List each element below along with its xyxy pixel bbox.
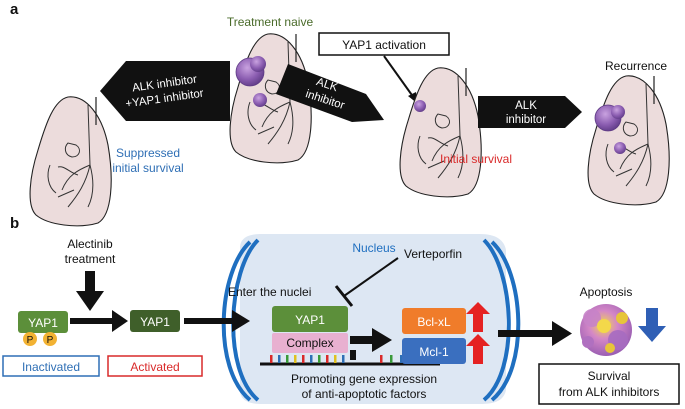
nucleus-label: Nucleus (352, 241, 395, 255)
activated-label: Activated (130, 360, 179, 374)
yap1-activation-label: YAP1 activation (342, 38, 426, 52)
tumor-icon-small (253, 93, 267, 107)
alk-inhibitor-arrow-2: ALK inhibitor (478, 96, 582, 128)
alk-arrow2-line1: ALK (515, 100, 537, 112)
lung-icon-recurrence (587, 75, 670, 206)
mcl1-box: Mcl-1 (402, 338, 466, 364)
yap1-inactive-label: YAP1 (28, 316, 58, 330)
recurrence-label: Recurrence (605, 59, 667, 73)
activation-arrow (70, 310, 128, 332)
bclxl-box: Bcl-xL (402, 308, 466, 334)
inactivated-box: Inactivated (2, 355, 100, 377)
alectinib-line2: treatment (65, 252, 116, 266)
enter-nuclei-arrow (184, 310, 250, 332)
phospho-icon-1 (23, 332, 37, 346)
lung-icon-suppressed (29, 96, 112, 227)
inactivated-label: Inactivated (22, 360, 80, 374)
lung-icon-initial (399, 67, 482, 198)
phospho-label-1: P (27, 335, 34, 346)
alectinib-down-arrow (76, 271, 104, 311)
yap1-active-label: YAP1 (140, 315, 170, 329)
phospho-label-2: P (47, 335, 54, 346)
up-arrow-icon-mcl1 (466, 334, 490, 364)
up-arrow-icon-bclxl (466, 302, 490, 332)
down-arrow-icon (638, 308, 666, 342)
suppressed-label-line1: Suppressed (116, 146, 180, 160)
yap1-active-box: YAP1 (130, 310, 180, 332)
yap1-inactive-box: YAP1 P P (18, 311, 68, 346)
yap1-activation-box: YAP1 activation (318, 32, 450, 56)
tumor-icon-tiny (414, 100, 426, 112)
apoptosis-label: Apoptosis (580, 285, 633, 299)
alk-inhibitor-arrow-1: ALK inhibitor (276, 64, 384, 122)
survival-line2: from ALK inhibitors (559, 385, 660, 399)
panel-a-letter: a (10, 1, 19, 18)
yap1-complex: YAP1 Complex (272, 306, 348, 353)
bclxl-label: Bcl-xL (417, 315, 451, 329)
enter-nuclei-label: Enter the nuclei (228, 285, 311, 299)
promoting-line2: of anti-apoptotic factors (302, 387, 427, 401)
alk-arrow2-line2: inhibitor (506, 114, 546, 126)
activated-box: Activated (107, 355, 203, 377)
panel-b-letter: b (10, 215, 19, 232)
survival-line1: Survival (588, 369, 631, 383)
yap1-complex-label: YAP1 (295, 313, 325, 327)
mcl1-label: Mcl-1 (419, 345, 449, 359)
phospho-icon-2 (43, 332, 57, 346)
combo-inhibitor-arrow: ALK inhibitor +YAP1 inhibitor (100, 61, 230, 121)
survival-box: Survival from ALK inhibitors (538, 363, 680, 405)
verteporfin-inhibition (334, 257, 399, 307)
treatment-naive-label: Treatment naive (227, 15, 314, 29)
promoting-line1: Promoting gene expression (291, 372, 437, 386)
activation-pointer (383, 55, 415, 99)
alectinib-line1: Alectinib (67, 237, 113, 251)
verteporfin-label: Verteporfin (404, 247, 462, 261)
apoptosis-cell-icon (580, 304, 632, 356)
complex-label: Complex (286, 336, 333, 350)
suppressed-label-line2: initial survival (112, 161, 183, 175)
lung-icon-naive (229, 33, 312, 164)
initial-survival-label: Initial survival (440, 152, 512, 166)
outcome-arrow (498, 321, 572, 346)
transcription-arrow (350, 328, 392, 360)
